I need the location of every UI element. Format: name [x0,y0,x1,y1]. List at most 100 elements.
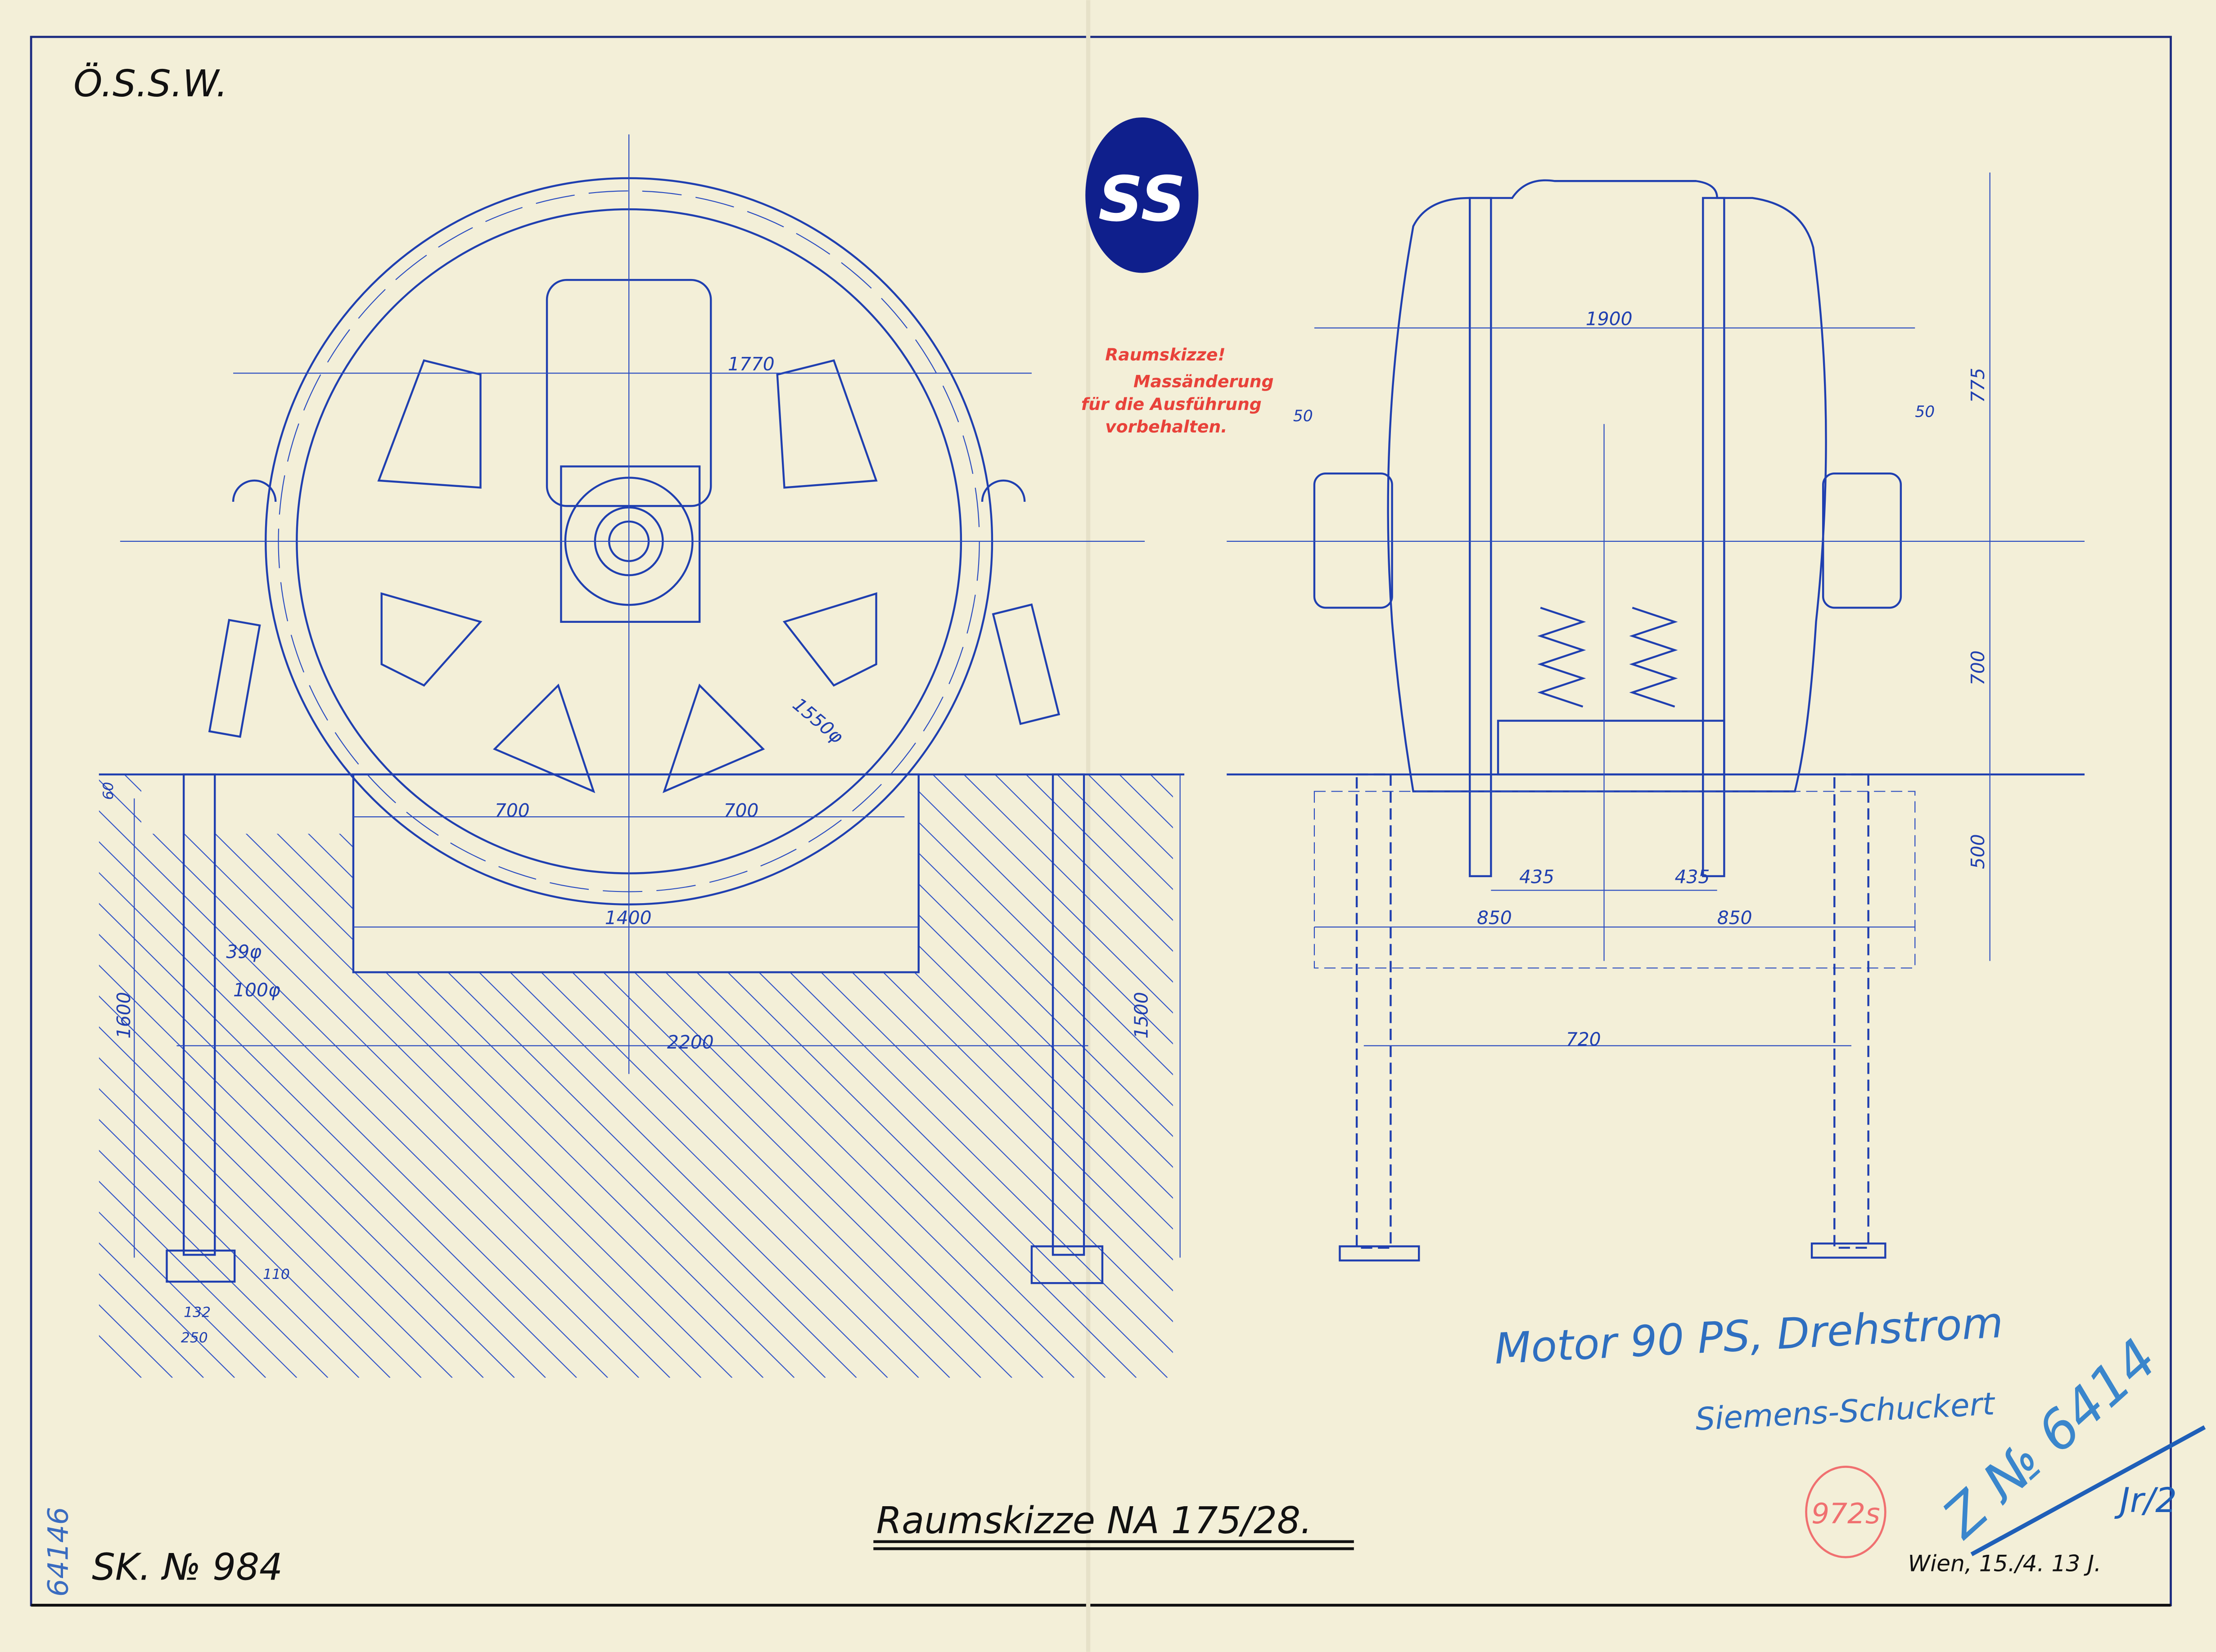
hatch-line [310,774,919,1378]
side-view [1227,172,2085,1262]
hatch-line [1088,774,1173,1378]
initials: Jr/2 [2114,1481,2177,1520]
sketch-number: SK. № 984 [92,1546,283,1589]
hatch-line [99,774,546,1378]
dim-label: 700 [495,800,530,821]
dim-label: 50 [1293,407,1313,425]
hatch-line [99,774,422,1378]
hatch-line [994,774,1173,1378]
hatch-line [99,774,142,1378]
hatch-line [99,774,702,1378]
motor-note: Motor 90 PS, Drehstrom Siemens-Schuckert [1493,1298,2004,1438]
hatch-line [99,774,298,1378]
dim-label: 1550φ [789,693,848,748]
hatch-line [435,774,1043,1378]
hatch-line [1306,774,1914,1378]
hatch-line [590,774,1173,1378]
hatch-line [1150,774,1173,1378]
hatch-line [279,774,888,1378]
hatch-line [99,774,577,1378]
dim-label: 435 [1675,866,1710,888]
hatch-line [99,774,173,1378]
dim-label: 1400 [605,907,652,929]
dim-label: 850 [1477,907,1512,929]
hatch-line [99,774,235,1378]
hatch-line [217,774,826,1378]
hatch-line [777,774,1173,1378]
dim-label: 132 [184,1305,211,1321]
hatch-line [745,774,1173,1378]
hatch-line [1244,774,1851,1378]
siemens-schuckert-logo: SS [1085,117,1199,273]
dim-label: 775 [1967,368,1989,403]
hatch-line [124,774,733,1378]
hatch-line [1275,774,1882,1378]
hatch-line [99,774,360,1378]
dim-label: 700 [724,800,759,821]
hatch-line [652,774,1173,1378]
hatch-line [1119,774,1173,1378]
dim-label: 250 [181,1330,208,1346]
hatch-line [839,774,1173,1378]
red-stamp: Raumskizze! Massänderung für die Ausführ… [1081,345,1274,437]
hatch-line [963,774,1173,1378]
hatch-line [99,774,391,1378]
hatch-line [870,774,1173,1378]
side-pencil-number: 64146 [42,1507,75,1597]
side-view-dimensions: 1900 50 50 775 700 500 435 435 850 850 7… [1293,308,1989,1050]
hatch-line [99,774,204,1378]
stamp-line: Raumskizze! [1105,345,1225,365]
hatch-line [808,774,1173,1378]
hatch-line [99,774,670,1378]
front-view-dimensions: 1770 1550φ 700 700 1400 2200 1600 1500 3… [100,353,1152,1346]
stamp-line: für die Ausführung [1081,394,1262,414]
dim-label: 2200 [667,1031,714,1053]
drawing-title: Raumskizze NA 175/28. [876,1499,1312,1542]
hatch-line [186,774,795,1378]
dim-label: 700 [1967,650,1989,685]
hatch-line [404,774,1012,1378]
sheet-border [30,36,2172,1607]
hatch-line [99,774,329,1378]
logo-text: SS [1098,163,1186,235]
hatch-line [1368,774,1976,1378]
hatch-line [621,774,1173,1378]
dim-label: 50 [1915,403,1935,421]
hatch-line [99,774,639,1378]
hatch-line [932,774,1173,1378]
dim-label: 435 [1519,866,1554,888]
hatch-line [99,774,484,1378]
foundation-hatching [99,774,1976,1378]
dim-label: 100φ [233,979,280,1001]
dim-label: 60 [100,782,117,800]
hatch-line [497,774,1106,1378]
front-view [99,134,1976,1378]
hatch-line [1182,774,1789,1378]
motor-note-line2: Siemens-Schuckert [1694,1386,1996,1438]
dim-label: 1770 [728,353,775,375]
corner-mark: Ö.S.S.W. [73,62,227,105]
hatch-line [1025,774,1173,1378]
dim-label: 1600 [113,992,135,1039]
stamp-text: 972s [1811,1497,1880,1530]
hatch-line [342,774,950,1378]
pencil-stroke [1970,1425,2206,1557]
hatch-line [155,774,764,1378]
stamp-line: Massänderung [1133,372,1274,392]
motor-note-line1: Motor 90 PS, Drehstrom [1493,1298,2004,1374]
hatch-line [99,774,608,1378]
hatch-line [99,774,515,1378]
stamp-line: vorbehalten. [1105,417,1227,437]
hatch-line [248,774,857,1378]
hatch-line [99,774,453,1378]
dim-label: 39φ [226,941,262,963]
hatch-line [901,774,1173,1378]
dim-label: 1900 [1586,308,1633,329]
red-circle-stamp: 972s [1805,1465,1887,1558]
hatch-line [1056,774,1173,1378]
hatch-line [1337,774,1945,1378]
hatch-line [528,774,1137,1378]
dim-label: 850 [1717,907,1752,929]
signature-date: Wien, 15./4. 13 J. [1908,1550,2102,1577]
